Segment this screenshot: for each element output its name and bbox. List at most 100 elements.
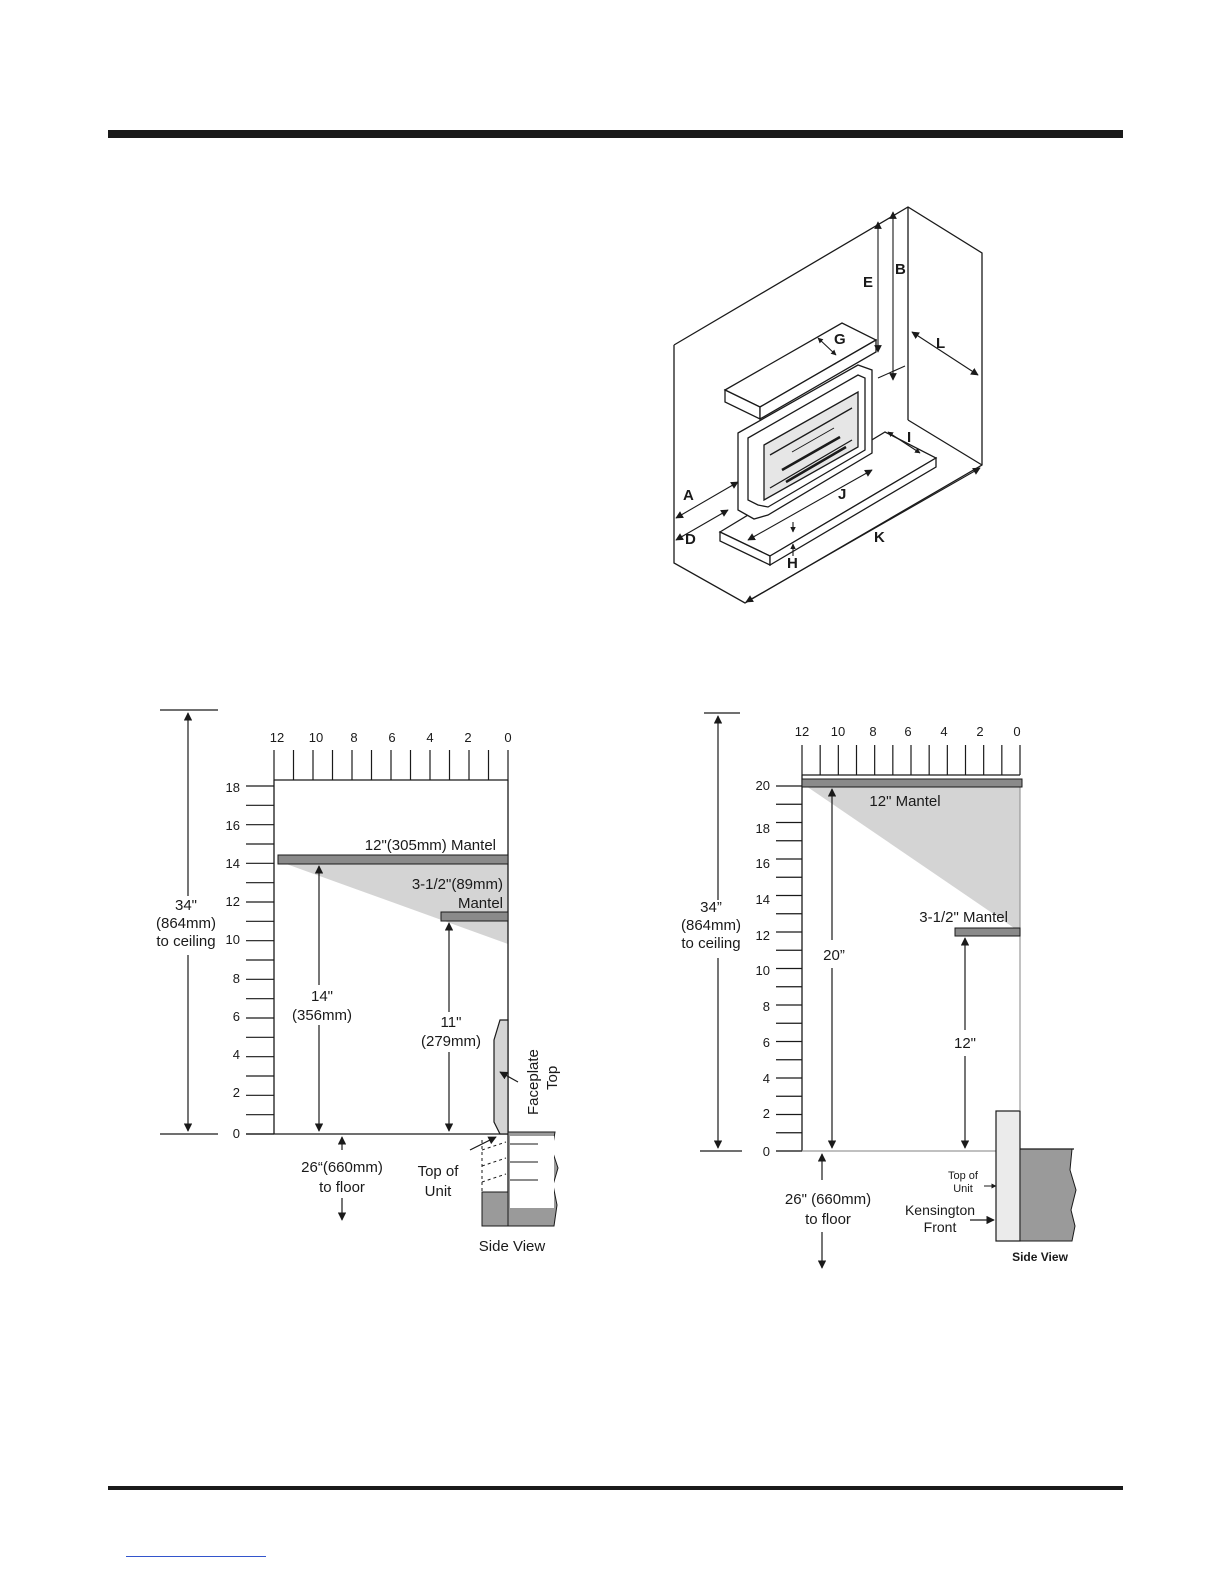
isometric-fireplace-diagram: A B D E G H I J K L <box>673 206 983 604</box>
left-top-tick-label: 4 <box>426 730 433 745</box>
left-top-of-unit-label: Top of <box>418 1163 460 1180</box>
right-top-tick-label: 4 <box>940 724 947 739</box>
left-side-tick-label: 0 <box>233 1126 240 1141</box>
letter-i: I <box>907 429 911 446</box>
left-top-tick-label: 12 <box>270 730 284 745</box>
right-ceiling-line: 34” <box>700 899 722 916</box>
right-dim-20-label: 20” <box>823 947 845 964</box>
left-ceiling-line: to ceiling <box>156 933 215 950</box>
left-top-tick-label: 6 <box>388 730 395 745</box>
right-side-tick-label: 14 <box>756 892 770 907</box>
right-floor-label: 26" (660mm) <box>785 1191 871 1208</box>
left-side-tick-label: 16 <box>226 818 240 833</box>
left-side-view-label: Side View <box>479 1238 546 1255</box>
left-side-tick-label: 14 <box>226 856 240 871</box>
right-mantel-12 <box>801 778 1023 788</box>
left-top-tick-label: 2 <box>464 730 471 745</box>
left-dim-14-label: (356mm) <box>292 1007 352 1024</box>
right-mantel-3-5 <box>954 927 1021 937</box>
right-top-ruler <box>801 745 1021 776</box>
right-side-ruler <box>776 785 802 1152</box>
letter-l: L <box>936 335 945 352</box>
right-floor-label: to floor <box>805 1211 851 1228</box>
letter-j: J <box>838 486 846 503</box>
right-side-view-diagram: 12 10 8 6 4 2 0 20 18 16 14 12 10 8 6 4 … <box>681 712 1077 1269</box>
left-top-ruler-labels: 12 10 8 6 4 2 0 <box>270 730 512 745</box>
room-walls <box>673 206 983 604</box>
right-top-of-unit-label: Top of <box>948 1170 979 1182</box>
footer-link-underline[interactable] <box>126 1556 266 1557</box>
left-floor-label: 26“(660mm) <box>301 1159 383 1176</box>
left-ceiling-line: (864mm) <box>156 915 216 932</box>
dimension-letters: A B D E G H I J K L <box>683 261 945 572</box>
left-top-tick-label: 8 <box>350 730 357 745</box>
left-mantel-3-5-label: 3-1/2"(89mm) <box>412 876 503 893</box>
left-side-ruler-labels: 18 16 14 12 10 8 6 4 2 0 <box>226 780 240 1141</box>
letter-d: D <box>685 531 696 548</box>
letter-k: K <box>874 529 885 546</box>
right-side-tick-label: 12 <box>756 928 770 943</box>
top-rule <box>108 130 1123 138</box>
left-faceplate <box>493 1019 509 1135</box>
right-mantel-12-label: 12" Mantel <box>869 793 940 810</box>
left-side-tick-label: 8 <box>233 971 240 986</box>
letter-a: A <box>683 487 694 504</box>
right-clearance-zone <box>806 786 1020 932</box>
left-top-tick-label: 0 <box>504 730 511 745</box>
left-top-of-unit-label: Unit <box>425 1183 453 1200</box>
left-mantel-3-5-label: Mantel <box>458 895 503 912</box>
left-dim-14-label: 14" <box>311 988 333 1005</box>
right-side-tick-label: 20 <box>756 778 770 793</box>
right-top-tick-label: 0 <box>1013 724 1020 739</box>
right-wall-section <box>1019 1148 1077 1242</box>
right-side-tick-label: 2 <box>763 1106 770 1121</box>
left-faceplate-label: Faceplate <box>525 1049 542 1115</box>
right-side-tick-label: 18 <box>756 821 770 836</box>
dimension-lines <box>675 211 981 603</box>
right-kensington-label: Front <box>924 1219 957 1235</box>
right-side-tick-label: 0 <box>763 1144 770 1159</box>
right-ceiling-label: 34” (864mm) to ceiling <box>681 899 741 952</box>
right-side-view-label: Side View <box>1012 1250 1068 1264</box>
left-top-tick-label: 10 <box>309 730 323 745</box>
right-side-tick-label: 6 <box>763 1035 770 1050</box>
right-side-tick-label: 10 <box>756 963 770 978</box>
letter-h: H <box>787 555 798 572</box>
left-side-tick-label: 10 <box>226 932 240 947</box>
right-kensington-front <box>995 1110 1021 1242</box>
right-mantel-3-5-label: 3-1/2" Mantel <box>919 909 1008 926</box>
left-side-tick-label: 4 <box>233 1047 240 1062</box>
left-dim-11-label: 11" <box>441 1014 462 1031</box>
left-top-ruler <box>273 750 509 781</box>
right-side-ruler-labels: 20 18 16 14 12 10 8 6 4 2 0 <box>756 778 770 1159</box>
right-top-tick-label: 8 <box>869 724 876 739</box>
left-side-tick-label: 12 <box>226 894 240 909</box>
left-side-tick-label: 18 <box>226 780 240 795</box>
right-top-of-unit-label: Unit <box>953 1183 973 1195</box>
right-top-tick-label: 6 <box>904 724 911 739</box>
right-ceiling-line: (864mm) <box>681 917 741 934</box>
left-ceiling-label: 34" (864mm) to ceiling <box>156 897 216 950</box>
left-dim-11-label: (279mm) <box>421 1033 481 1050</box>
left-side-view-diagram: 12 10 8 6 4 2 0 18 16 14 12 10 8 6 4 2 0… <box>156 709 561 1255</box>
left-mantel-12-label: 12"(305mm) Mantel <box>365 837 496 854</box>
right-ceiling-line: to ceiling <box>681 935 740 952</box>
left-ceiling-line: 34" <box>175 897 197 914</box>
right-top-tick-label: 12 <box>795 724 809 739</box>
letter-g: G <box>834 331 846 348</box>
left-wall-section <box>481 1131 559 1227</box>
left-faceplate-label: Top <box>544 1066 561 1090</box>
left-side-tick-label: 6 <box>233 1009 240 1024</box>
left-mantel-3-5 <box>440 911 509 922</box>
right-top-tick-label: 2 <box>976 724 983 739</box>
letter-e: E <box>863 274 873 291</box>
bottom-rule <box>108 1486 1123 1490</box>
right-dim-12-label: 12" <box>954 1035 976 1052</box>
right-top-ruler-labels: 12 10 8 6 4 2 0 <box>795 724 1021 739</box>
left-floor-label: to floor <box>319 1179 365 1196</box>
left-side-tick-label: 2 <box>233 1085 240 1100</box>
right-kensington-label: Kensington <box>905 1202 975 1218</box>
right-side-tick-label: 16 <box>756 856 770 871</box>
right-top-tick-label: 10 <box>831 724 845 739</box>
